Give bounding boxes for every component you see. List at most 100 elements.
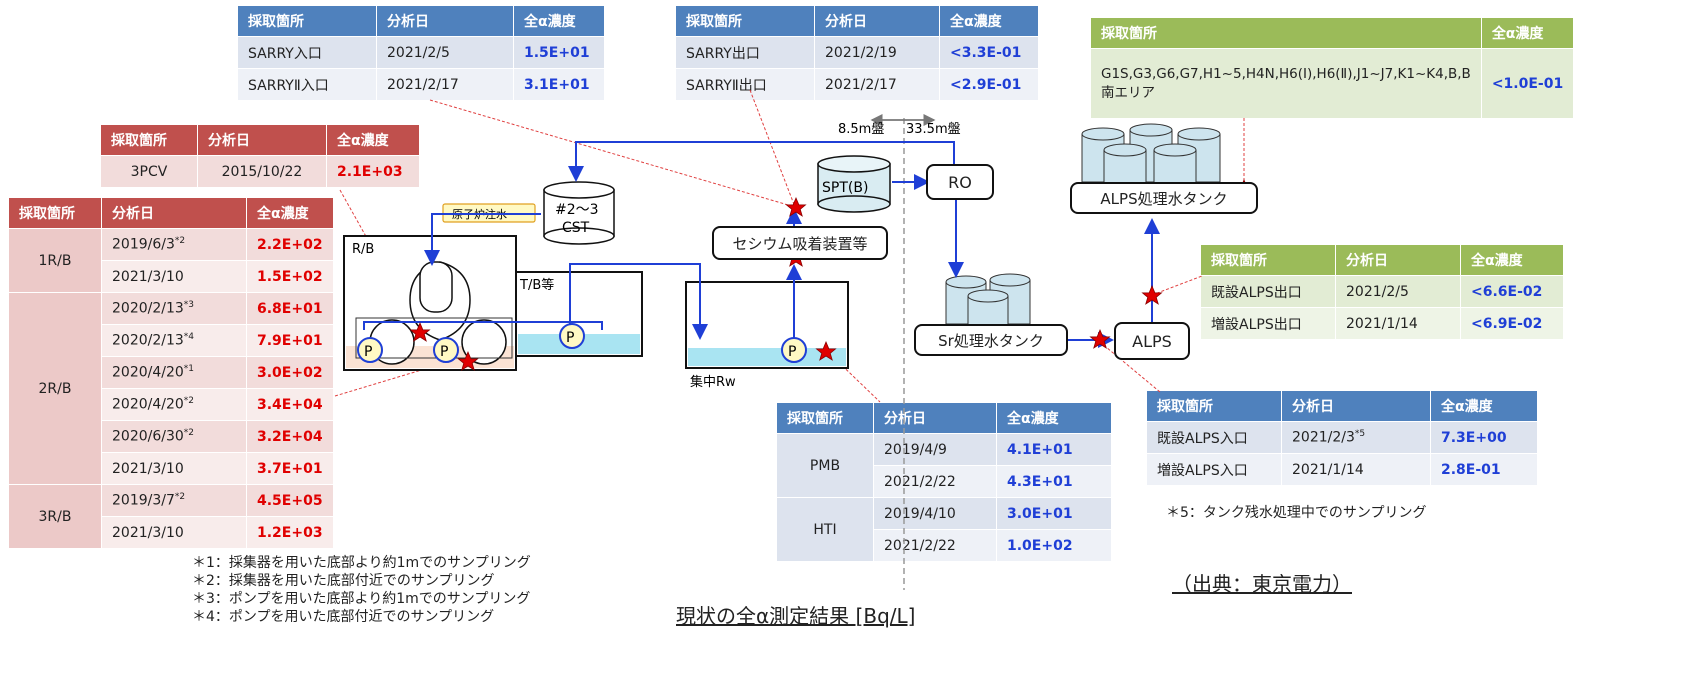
cell-conc: 3.7E+01 (246, 452, 334, 485)
header-location: 採取箇所 (675, 5, 815, 37)
pump-icon: P (433, 337, 459, 363)
header-date: 分析日 (197, 124, 327, 156)
cell-group: 2R/B (8, 292, 102, 485)
header-location: 採取箇所 (1090, 17, 1482, 49)
cesium-box: セシウム吸着装置等 (712, 226, 888, 260)
cell-conc: 1.5E+01 (513, 36, 605, 69)
rb-label: R/B (352, 242, 374, 257)
header-conc: 全α濃度 (326, 124, 420, 156)
header-conc: 全α濃度 (1480, 17, 1575, 49)
header-conc: 全α濃度 (246, 197, 334, 229)
cell-conc: 2.8E-01 (1430, 453, 1538, 486)
svg-text:P: P (788, 344, 796, 360)
header-date: 分析日 (873, 402, 997, 434)
header-location: 採取箇所 (237, 5, 377, 37)
footnote: ＊4：ポンプを用いた底部付近でのサンプリング (192, 609, 495, 625)
cell-group: PMB (776, 433, 874, 498)
cell-date: 2021/1/14 (1335, 307, 1461, 340)
cell-date: 2021/2/5 (1335, 275, 1461, 308)
cell-conc: 4.5E+05 (246, 484, 334, 517)
cell-conc: <1.0E-01 (1480, 48, 1575, 119)
table-central-rw: 採取箇所 分析日 全α濃度 PMB 2019/4/9 4.1E+01 2021/… (776, 402, 1112, 562)
cell-date: 2019/4/10 (873, 497, 997, 530)
alps-box: ALPS (1114, 322, 1190, 360)
sr-tank-box: Sr処理水タンク (914, 324, 1068, 356)
cell-date: 2021/1/14 (1281, 453, 1431, 486)
svg-text:P: P (440, 344, 448, 360)
header-location: 採取箇所 (8, 197, 102, 229)
cell-date: 2021/2/17 (376, 68, 514, 101)
cell-conc: 2.2E+02 (246, 228, 334, 261)
cell-date: 2021/2/17 (814, 68, 940, 101)
header-conc: 全α濃度 (996, 402, 1112, 434)
header-date: 分析日 (101, 197, 247, 229)
cell-tank-areas: G1S,G3,G6,G7,H1~5,H4N,H6(Ⅰ),H6(Ⅱ),J1~J7,… (1090, 48, 1482, 119)
torus-right (461, 319, 507, 365)
cell-date: 2021/3/10 (101, 516, 247, 549)
cell-conc: 1.5E+02 (246, 260, 334, 293)
cell-date: 2020/4/20*1 (101, 356, 247, 389)
cell-date: 2021/2/5 (376, 36, 514, 69)
cell-date: 2021/3/10 (101, 260, 247, 293)
figure-caption: 現状の全α測定結果 [Bq/L] (676, 604, 916, 628)
header-date: 分析日 (1281, 390, 1431, 422)
cell-conc: 3.1E+01 (513, 68, 605, 101)
table-3pcv: 採取箇所 分析日 全α濃度 3PCV 2015/10/22 2.1E+03 (100, 124, 420, 188)
svg-text:P: P (566, 330, 574, 346)
pump-icon: P (781, 337, 807, 363)
cell-location: 既設ALPS入口 (1146, 421, 1282, 454)
spt-tank: SPT(B) (817, 155, 891, 213)
header-date: 分析日 (814, 5, 940, 37)
cst-label: #2～3 (555, 202, 599, 218)
cell-location: SARRY出口 (675, 36, 815, 69)
alps-tank-box: ALPS処理水タンク (1070, 182, 1258, 214)
level-right-label: 33.5m盤 (906, 122, 961, 137)
spt-label: SPT(B) (822, 180, 868, 196)
pump-icon: P (559, 323, 585, 349)
cell-location: 既設ALPS出口 (1200, 275, 1336, 308)
header-conc: 全α濃度 (1430, 390, 1538, 422)
header-location: 採取箇所 (100, 124, 198, 156)
header-conc: 全α濃度 (1460, 244, 1564, 276)
cell-conc: <2.9E-01 (939, 68, 1039, 101)
alps-tank-group (1081, 123, 1221, 187)
cell-date: 2021/2/19 (814, 36, 940, 69)
table-alps-inlet: 採取箇所 分析日 全α濃度 既設ALPS入口 2021/2/3*5 7.3E+0… (1146, 390, 1538, 486)
cell-group: 1R/B (8, 228, 102, 293)
level-left-label: 8.5m盤 (838, 122, 884, 137)
cell-date: 2020/4/20*2 (101, 388, 247, 421)
cell-group: 3R/B (8, 484, 102, 549)
cell-conc: 4.1E+01 (996, 433, 1112, 466)
cell-location: 増設ALPS入口 (1146, 453, 1282, 486)
cst-label-2: CST (562, 220, 590, 236)
cell-group: HTI (776, 497, 874, 562)
cell-date: 2021/2/22 (873, 529, 997, 562)
cell-date: 2019/4/9 (873, 433, 997, 466)
cell-conc: 3.0E+01 (996, 497, 1112, 530)
ro-box: RO (926, 164, 994, 200)
cst-tank: #2～3 CST (543, 181, 615, 245)
cell-location: SARRYⅡ出口 (675, 68, 815, 101)
cell-conc: <3.3E-01 (939, 36, 1039, 69)
cell-conc: 3.2E+04 (246, 420, 334, 453)
cell-date: 2021/2/22 (873, 465, 997, 498)
svg-text:P: P (364, 344, 372, 360)
footnote: ＊3：ポンプを用いた底部より約1mでのサンプリング (192, 591, 531, 607)
table-reactor-buildings: 採取箇所 分析日 全α濃度 1R/B 2019/6/3*2 2.2E+02 20… (8, 197, 334, 549)
footnote: ＊1：採集器を用いた底部より約1mでのサンプリング (192, 555, 531, 571)
table-treated-tanks: 採取箇所 全α濃度 G1S,G3,G6,G7,H1~5,H4N,H6(Ⅰ),H6… (1090, 17, 1575, 119)
cell-conc: 3.4E+04 (246, 388, 334, 421)
cell-conc: 1.2E+03 (246, 516, 334, 549)
cell-conc: 7.9E+01 (246, 324, 334, 357)
cell-conc: <6.6E-02 (1460, 275, 1564, 308)
cell-date: 2019/3/7*2 (101, 484, 247, 517)
rw-label: 集中Rw (690, 374, 736, 390)
cell-location: 増設ALPS出口 (1200, 307, 1336, 340)
footnote-5: ＊5：タンク残水処理中でのサンプリング (1166, 505, 1427, 521)
header-location: 採取箇所 (1200, 244, 1336, 276)
cell-date: 2020/2/13*3 (101, 292, 247, 325)
cell-conc: 3.0E+02 (246, 356, 334, 389)
